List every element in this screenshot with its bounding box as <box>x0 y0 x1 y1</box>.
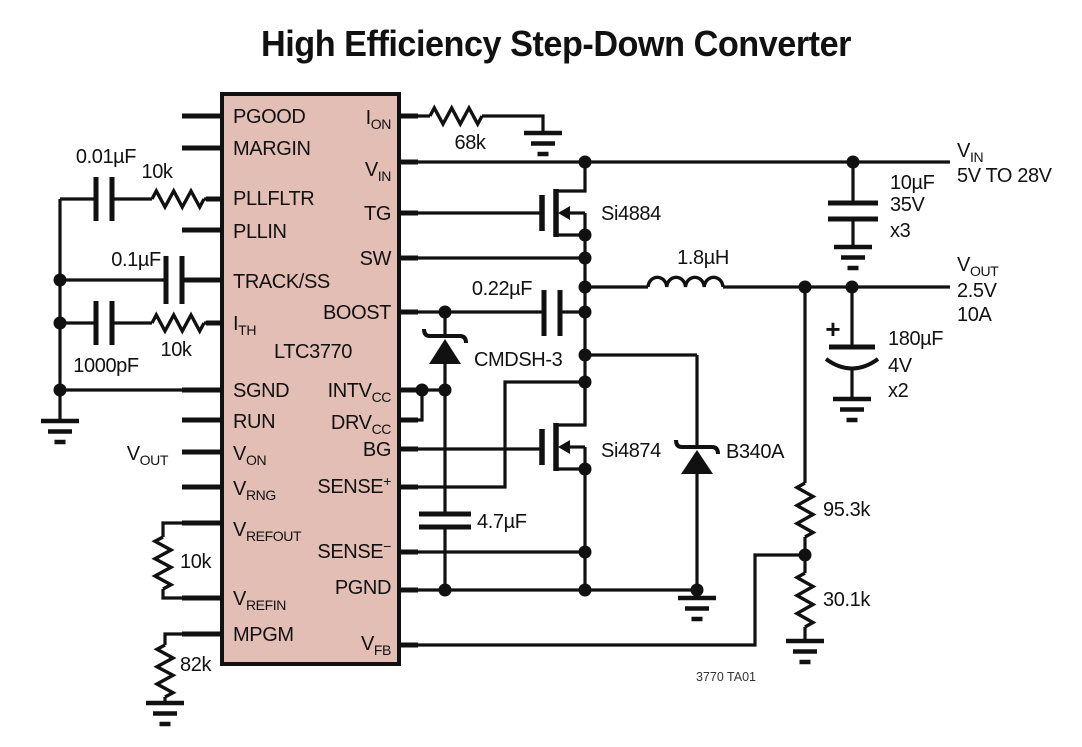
pin-label-mpgm: MPGM <box>233 624 294 646</box>
junction-dots <box>53 155 860 597</box>
component-labels: 0.01µF 10k 0.1µF 1000pF 10k 10k 82k 68k … <box>73 132 943 676</box>
pin-label-von: VON <box>233 443 266 468</box>
pin-label-track-ss: TRACK/SS <box>233 271 330 293</box>
pin-label-ion: ION <box>366 107 391 132</box>
inductor-1.8uh <box>646 275 725 288</box>
res-95.3k-label: 95.3k <box>823 499 871 521</box>
resistor-82k <box>153 643 177 699</box>
cap-1000pf-label: 1000pF <box>73 355 139 377</box>
ic-body-ltc3770 <box>220 92 401 666</box>
res-82k-label: 82k <box>180 654 212 676</box>
pin-label-vrng: VRNG <box>233 478 276 503</box>
cap-in-value: 10µF <box>890 172 935 194</box>
ground-icon <box>41 421 79 442</box>
mosfet-si4874-label: Si4874 <box>601 440 661 462</box>
capacitor-0.22uf <box>541 290 563 336</box>
pin-label-pllin: PLLIN <box>233 221 287 243</box>
vin-range-label: 5V TO 28V <box>957 165 1053 187</box>
resistor-10k-vref <box>151 535 175 591</box>
pin-label-pllfltr: PLLFLTR <box>233 188 314 210</box>
pin-label-tg: TG <box>364 203 391 225</box>
cap-out-plus-sign: + <box>825 314 840 344</box>
page-title: High Efficiency Step-Down Converter <box>261 23 851 64</box>
pin-label-vrefout: VREFOUT <box>233 519 302 544</box>
pin-label-sense-plus: SENSE+ <box>317 473 391 498</box>
ground-icon <box>833 399 871 420</box>
res-10k-vref-label: 10k <box>180 551 212 573</box>
io-labels: VIN 5V TO 28V VOUT 2.5V 10A VOUT <box>127 140 1053 468</box>
resistor-68k <box>428 104 484 128</box>
pin-label-bg: BG <box>363 439 391 461</box>
pin-label-sense-minus: SENSE− <box>317 538 391 563</box>
pin-label-boost: BOOST <box>323 302 391 324</box>
resistor-10k-ith <box>150 311 206 335</box>
resistor-95.3k <box>793 481 817 539</box>
capacitor-input <box>828 200 878 222</box>
pin-label-margin: MARGIN <box>233 138 311 160</box>
diode-cmdsh3-label: CMDSH-3 <box>474 349 563 371</box>
mosfet-si4884-label: Si4884 <box>601 203 661 225</box>
res-68k-label: 68k <box>454 132 486 154</box>
pin-label-vin: VIN <box>365 159 391 184</box>
pin-label-vrefin: VREFIN <box>233 588 286 613</box>
ic-pin-labels-left: PGOOD MARGIN PLLFLTR PLLIN TRACK/SS ITH … <box>233 106 330 646</box>
capacitor-0.01uf <box>93 177 115 221</box>
resistor-10k-pllfltr <box>150 187 206 211</box>
ground-icon <box>834 247 872 268</box>
pin-label-run: RUN <box>233 411 275 433</box>
von-vout-label: VOUT <box>127 443 169 468</box>
resistor-30.1k <box>793 571 817 629</box>
pin-label-intvcc: INTVCC <box>328 380 392 405</box>
vin-rail-label: VIN <box>957 140 983 165</box>
capacitor-output <box>824 344 880 371</box>
res-10k-pllfltr-label: 10k <box>141 161 173 183</box>
diode-b340a <box>674 355 720 590</box>
pin-label-ith: ITH <box>233 313 256 338</box>
diode-b340a-label: B340A <box>726 441 785 463</box>
pin-label-sw: SW <box>360 248 392 270</box>
pin-label-pgood: PGOOD <box>233 106 305 128</box>
wires <box>58 114 950 703</box>
mosfet-si4884 <box>539 162 587 237</box>
pin-label-pgnd: PGND <box>335 577 391 599</box>
mosfet-si4874 <box>539 382 587 471</box>
inductor-label: 1.8µH <box>677 247 729 269</box>
cap-in-voltage: 35V <box>890 194 925 216</box>
ic-pin-labels-right: ION VIN TG SW BOOST INTVCC DRVCC BG SENS… <box>317 107 392 658</box>
pin-label-vfb: VFB <box>361 633 391 658</box>
capacitor-0.1uf <box>163 256 185 304</box>
vout-voltage-label: 2.5V <box>957 280 998 302</box>
cap-out-voltage: 4V <box>888 355 913 377</box>
ground-icon <box>678 598 716 619</box>
res-10k-ith-label: 10k <box>160 339 192 361</box>
res-30.1k-label: 30.1k <box>823 589 871 611</box>
ic-name: LTC3770 <box>274 341 352 363</box>
cap-out-value: 180µF <box>888 328 943 350</box>
pin-label-drvcc: DRVCC <box>331 412 391 437</box>
diode-cmdsh3 <box>422 312 468 390</box>
ground-icon <box>524 133 562 154</box>
ground-icon <box>146 703 184 724</box>
vout-current-label: 10A <box>957 304 992 326</box>
cap-4.7uf-label: 4.7µF <box>477 511 527 533</box>
capacitor-1000pf <box>93 301 115 345</box>
ground-icon <box>786 641 824 662</box>
cap-in-count: x3 <box>890 220 911 242</box>
figure-note: 3770 TA01 <box>696 670 756 684</box>
cap-out-count: x2 <box>888 380 909 402</box>
capacitor-4.7uf <box>419 511 471 530</box>
cap-0.01uf-label: 0.01µF <box>76 146 136 168</box>
cap-0.1uf-label: 0.1µF <box>111 249 161 271</box>
vout-rail-label: VOUT <box>957 254 999 279</box>
pin-label-sgnd: SGND <box>233 380 289 402</box>
cap-0.22uf-label: 0.22µF <box>472 278 532 300</box>
